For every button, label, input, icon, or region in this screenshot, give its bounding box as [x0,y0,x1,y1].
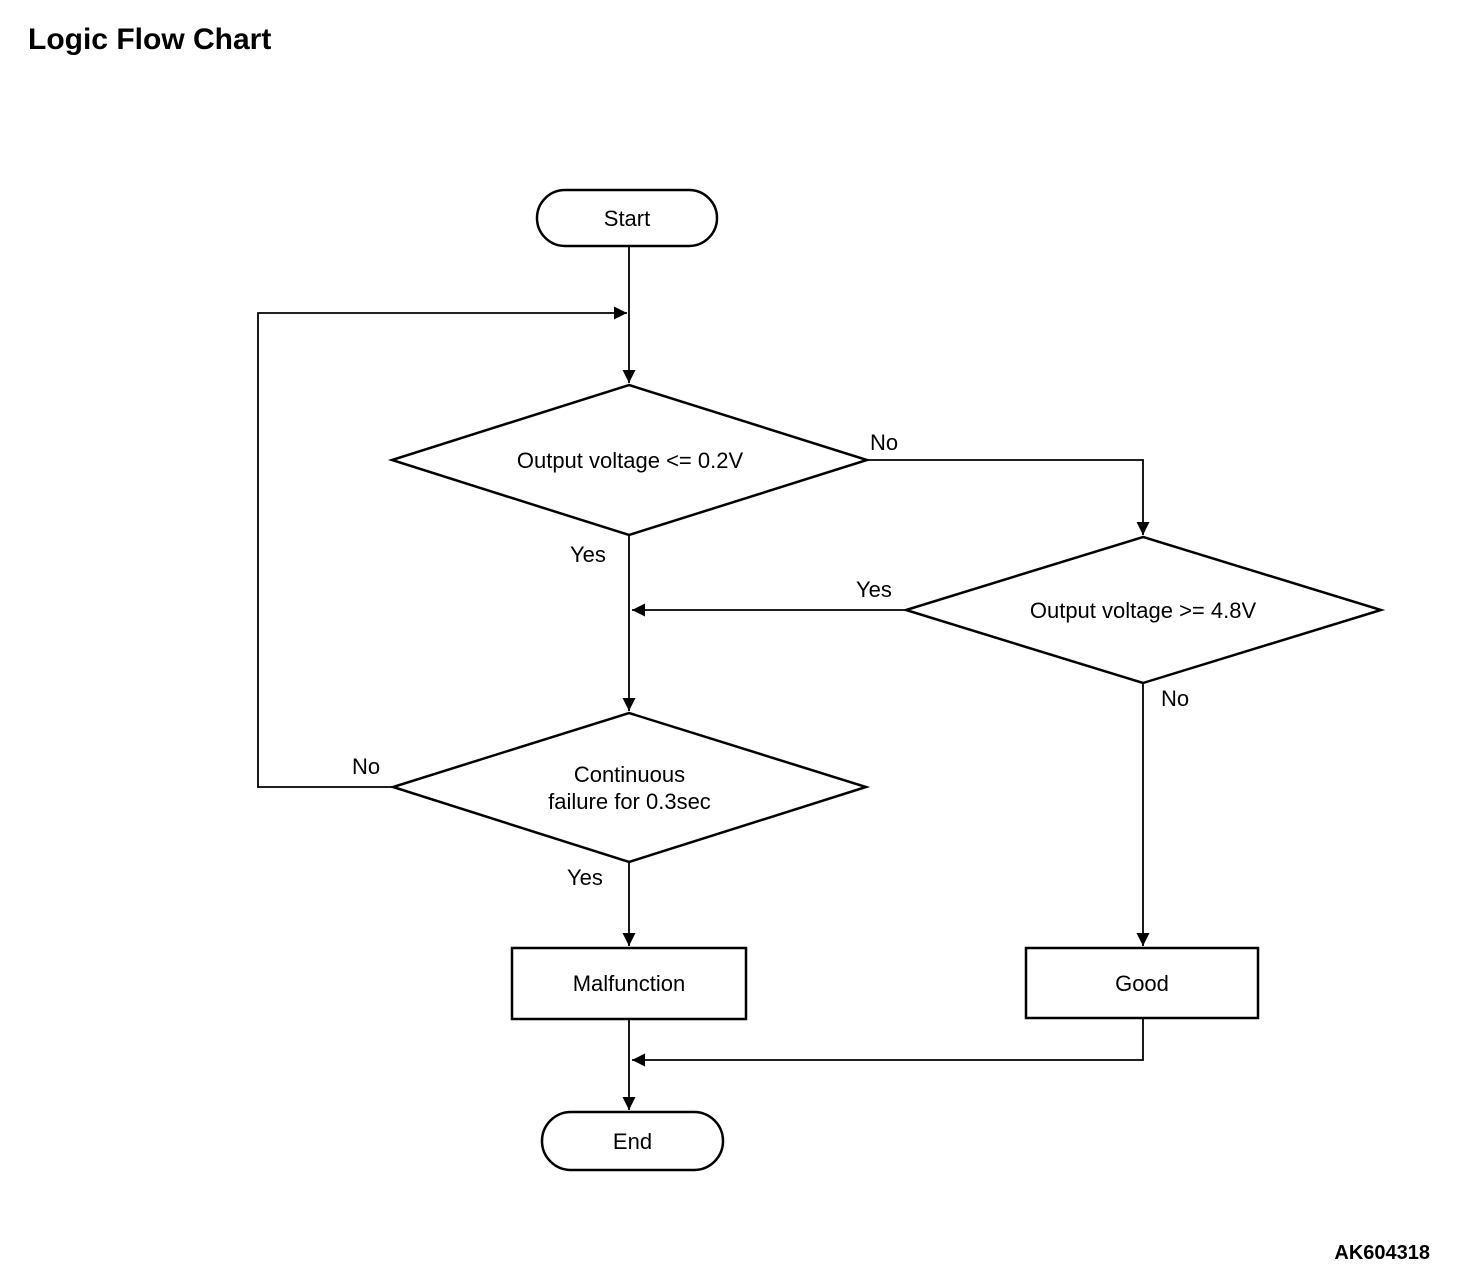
edge-label-decision2-no: No [1161,686,1190,711]
edge-decision3-no-loopback [257,306,627,788]
edge-label-decision1-no: No [870,430,899,455]
decision1-diamond-shape [387,383,872,537]
figure-code: AK604318 [1334,1242,1430,1264]
edge-label-decision3-yes: Yes [567,865,603,890]
edge-label-decision3-no: No [352,754,381,779]
page-title: Logic Flow Chart [28,23,272,56]
decision3-diamond-shape [388,711,871,864]
decision3-node-label: Continuous failure for 0.3sec [548,761,711,814]
edge-label-decision2-yes: Yes [856,577,892,602]
edge-good-to-end [632,1018,1144,1067]
start-node-label: Start [603,205,651,231]
good-node-label: Good [1115,970,1169,996]
edge-decision1-no-to-decision2 [867,459,1150,535]
start-terminator-shape [535,188,719,248]
decision1-node-label: Output voltage <= 0.2V [516,447,744,473]
decision2-node-label: Output voltage >= 4.8V [1029,597,1257,623]
edge-label-decision1-yes: Yes [570,542,606,567]
malfunction-node-label: Malfunction [572,971,686,996]
decision2-diamond-shape [901,535,1386,685]
end-terminator-shape [540,1110,725,1172]
good-process-shape [1024,946,1260,1020]
end-node-label: End [612,1128,653,1154]
malfunction-process-shape [510,946,748,1021]
